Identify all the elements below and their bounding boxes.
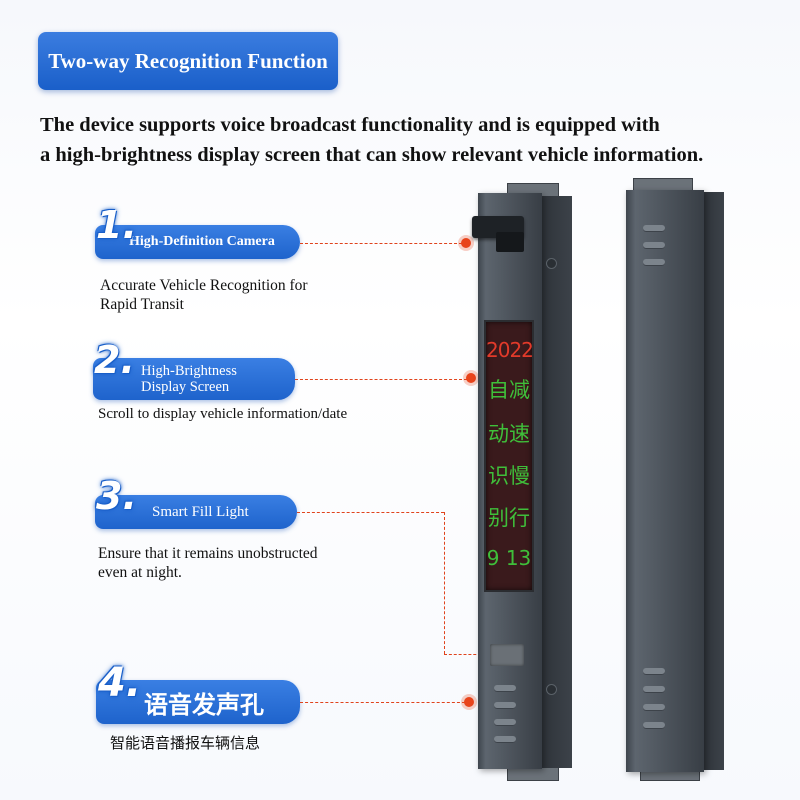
fill-light (490, 644, 524, 666)
led-year: 2022 (486, 338, 534, 362)
led-row-1: 自减 (488, 378, 530, 402)
led-row-2: 动速 (488, 422, 530, 446)
feature-4-leader (300, 702, 465, 703)
front-device-side-panel (538, 196, 572, 768)
feature-4-description: 智能语音播报车辆信息 (110, 734, 261, 752)
back-vent (643, 686, 665, 693)
feature-3-leader (297, 512, 444, 513)
back-device-housing (626, 190, 704, 772)
feature-2-label-line-1: High-Brightness (141, 363, 237, 379)
speaker-vent (494, 685, 516, 692)
feature-3-label: Smart Fill Light (152, 503, 249, 520)
feature-1-description-line-1: Accurate Vehicle Recognition for (100, 277, 308, 294)
feature-1-description-line-2: Rapid Transit (100, 296, 184, 313)
speaker-vent (494, 702, 516, 709)
feature-1-leader (300, 243, 462, 244)
feature-3-description-line-1: Ensure that it remains unobstructed (98, 545, 318, 562)
intro-text: The device supports voice broadcast func… (40, 110, 760, 170)
feature-4-label: 语音发声孔 (144, 690, 264, 719)
back-vent (643, 704, 665, 711)
feature-3-leader-vertical (444, 512, 445, 654)
feature-4-marker (464, 697, 474, 707)
page-title: Two-way Recognition Function (38, 32, 338, 90)
feature-1-description: Accurate Vehicle Recognition for Rapid T… (100, 276, 308, 314)
back-device-side-panel (700, 192, 724, 770)
intro-line-2: a high-brightness display screen that ca… (40, 144, 704, 166)
back-vent (643, 242, 665, 249)
led-display-screen: 2022 自减 动速 识慢 别行 9 13 (484, 320, 534, 592)
back-vent (643, 668, 665, 675)
feature-2-label: High-Brightness Display Screen (141, 363, 237, 395)
led-row-3: 识慢 (488, 464, 530, 488)
feature-4-pill: 语音发声孔 (96, 680, 300, 724)
speaker-vent (494, 736, 516, 743)
feature-2-number: 2. (94, 338, 135, 382)
feature-3-description-line-2: even at night. (98, 564, 182, 581)
feature-3-pill: Smart Fill Light (95, 495, 297, 529)
camera-lens (496, 232, 524, 252)
feature-1-marker (461, 238, 471, 248)
intro-line-1: The device supports voice broadcast func… (40, 114, 660, 136)
back-vent (643, 225, 665, 232)
feature-2-label-line-2: Display Screen (141, 379, 230, 395)
feature-1-number: 1. (96, 203, 137, 247)
feature-3-leader-end (444, 654, 486, 655)
feature-2-description: Scroll to display vehicle information/da… (98, 406, 348, 422)
feature-3-description: Ensure that it remains unobstructed even… (98, 544, 318, 582)
led-bottom: 9 13 (486, 546, 532, 570)
feature-1-label: High-Definition Camera (129, 234, 275, 249)
feature-3-number: 3. (96, 474, 137, 518)
front-screw-top (546, 258, 557, 269)
feature-2-marker (466, 373, 476, 383)
feature-4-number: 4. (98, 660, 142, 706)
feature-2-leader (295, 379, 467, 380)
speaker-vent (494, 719, 516, 726)
back-vent (643, 722, 665, 729)
feature-1-pill: High-Definition Camera (95, 225, 300, 259)
led-row-4: 别行 (488, 506, 530, 530)
back-vent (643, 259, 665, 266)
front-screw-bottom (546, 684, 557, 695)
feature-2-pill: High-Brightness Display Screen (93, 358, 295, 400)
